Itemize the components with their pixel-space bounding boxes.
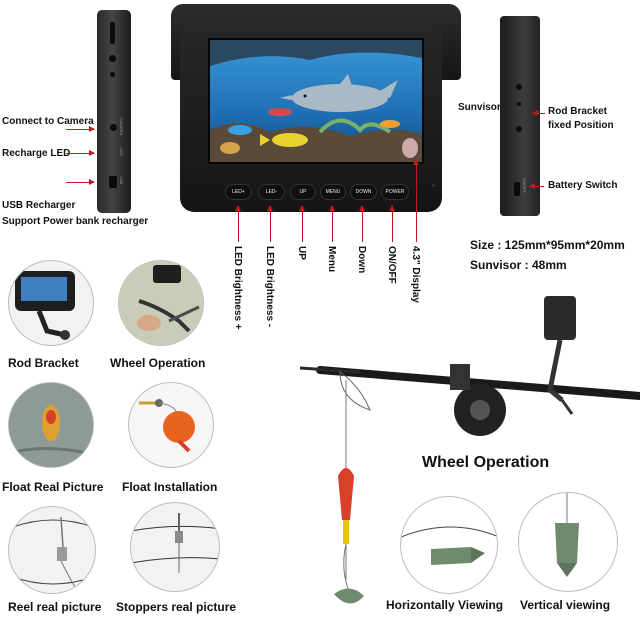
horizontal-viewing-illustration bbox=[401, 526, 497, 565]
port-hole bbox=[109, 55, 116, 62]
arrow-display bbox=[413, 159, 419, 242]
label-menu: Menu bbox=[326, 246, 337, 273]
port-hole bbox=[110, 72, 115, 77]
led-plus-button[interactable]: LED+ bbox=[225, 184, 252, 200]
float-real-illustration bbox=[9, 383, 93, 467]
monitor-right-side-view: ON/OFF bbox=[500, 16, 540, 216]
reel-real-photo bbox=[8, 506, 96, 594]
label-sunvisor: Sunvisor bbox=[458, 102, 501, 113]
underwater-scene bbox=[210, 40, 422, 162]
led-indicator-icon bbox=[111, 150, 115, 154]
arrow-power bbox=[389, 205, 395, 242]
arrow-camera bbox=[66, 126, 95, 132]
caption-horizontal-viewing: Horizontally Viewing bbox=[386, 598, 504, 612]
label-usb-recharger: USB Recharger bbox=[2, 200, 76, 211]
up-button[interactable]: UP bbox=[290, 184, 316, 200]
bracket-hole-icon bbox=[516, 84, 522, 90]
monitor-left-side-view: CAMERA LED USB bbox=[97, 10, 131, 213]
caption-wheel-operation-small: Wheel Operation bbox=[110, 356, 206, 370]
bracket-hole-icon bbox=[516, 126, 522, 132]
port-label: USB bbox=[119, 176, 124, 185]
label-battery-switch: Battery Switch bbox=[548, 180, 618, 191]
arrow-battery-switch bbox=[529, 183, 544, 189]
label-fixed-position: fixed Position bbox=[548, 120, 614, 131]
menu-button[interactable]: MENU bbox=[320, 184, 346, 200]
arrow-usb bbox=[66, 179, 95, 185]
usb-port-icon bbox=[109, 176, 117, 188]
arrow-down bbox=[359, 205, 365, 242]
rod-bracket-illustration bbox=[15, 271, 75, 340]
arrow-rod-bracket bbox=[532, 110, 545, 116]
stoppers-real-illustration bbox=[131, 513, 219, 573]
label-power-bank: Support Power bank recharger bbox=[2, 216, 149, 227]
arrow-menu bbox=[329, 205, 335, 242]
label-down: Down bbox=[356, 246, 367, 274]
float-real-photo bbox=[8, 382, 94, 468]
arrow-led-minus bbox=[267, 205, 273, 242]
label-recharge-led: Recharge LED bbox=[2, 148, 71, 159]
wheel-operation-illustration bbox=[119, 261, 203, 345]
float-and-camera-line bbox=[334, 380, 364, 604]
caption-vertical-viewing: Vertical viewing bbox=[520, 598, 611, 612]
rod-bracket-photo bbox=[8, 260, 94, 346]
caption-rod-bracket: Rod Bracket bbox=[8, 356, 79, 370]
float-installation-illustration bbox=[139, 399, 195, 453]
spec-sunvisor: Sunvisor : 48mm bbox=[470, 258, 567, 272]
led-minus-button[interactable]: LED- bbox=[258, 184, 285, 200]
caption-float-installation: Float Installation bbox=[122, 480, 218, 494]
arrow-up bbox=[299, 205, 305, 242]
arrow-led-plus bbox=[235, 205, 241, 242]
caption-reel-real: Reel real picture bbox=[8, 600, 102, 614]
down-button[interactable]: DOWN bbox=[350, 184, 377, 200]
label-led-brightness-plus: LED Brightness + bbox=[232, 246, 243, 330]
label-rod-bracket: Rod Bracket bbox=[548, 106, 607, 117]
caption-stoppers-real: Stoppers real picture bbox=[116, 600, 237, 614]
port-label: LED bbox=[119, 148, 124, 156]
slot bbox=[110, 22, 115, 44]
arrow-led bbox=[66, 150, 95, 156]
battery-switch-icon bbox=[514, 182, 520, 196]
label-display: 4.3" Display bbox=[410, 246, 421, 303]
camera-port-icon bbox=[110, 124, 117, 131]
horizontal-viewing-photo bbox=[400, 496, 498, 594]
bracket-hole-icon bbox=[517, 102, 521, 106]
label-up: UP bbox=[296, 246, 307, 260]
monitor-screen bbox=[208, 38, 424, 164]
fishing-rod-illustration bbox=[300, 296, 640, 436]
spec-size: Size : 125mm*95mm*20mm bbox=[470, 238, 625, 252]
wheel-operation-photo bbox=[118, 260, 204, 346]
vertical-viewing-illustration bbox=[555, 493, 579, 577]
vertical-viewing-photo bbox=[518, 492, 618, 592]
label-on-off: ON/OFF bbox=[386, 246, 397, 284]
switch-label: ON/OFF bbox=[522, 178, 527, 194]
port-label: CAMERA bbox=[119, 118, 124, 136]
reel-real-illustration bbox=[12, 516, 94, 588]
float-installation-photo bbox=[128, 382, 214, 468]
label-led-brightness-minus: LED Brightness - bbox=[264, 246, 275, 328]
label-connect-camera: Connect to Camera bbox=[2, 116, 94, 127]
stoppers-real-photo bbox=[130, 502, 220, 592]
caption-float-real: Float Real Picture bbox=[2, 480, 104, 494]
power-led-icon bbox=[432, 184, 435, 187]
caption-wheel-operation-big: Wheel Operation bbox=[422, 454, 550, 471]
power-button[interactable]: POWER bbox=[381, 184, 409, 200]
